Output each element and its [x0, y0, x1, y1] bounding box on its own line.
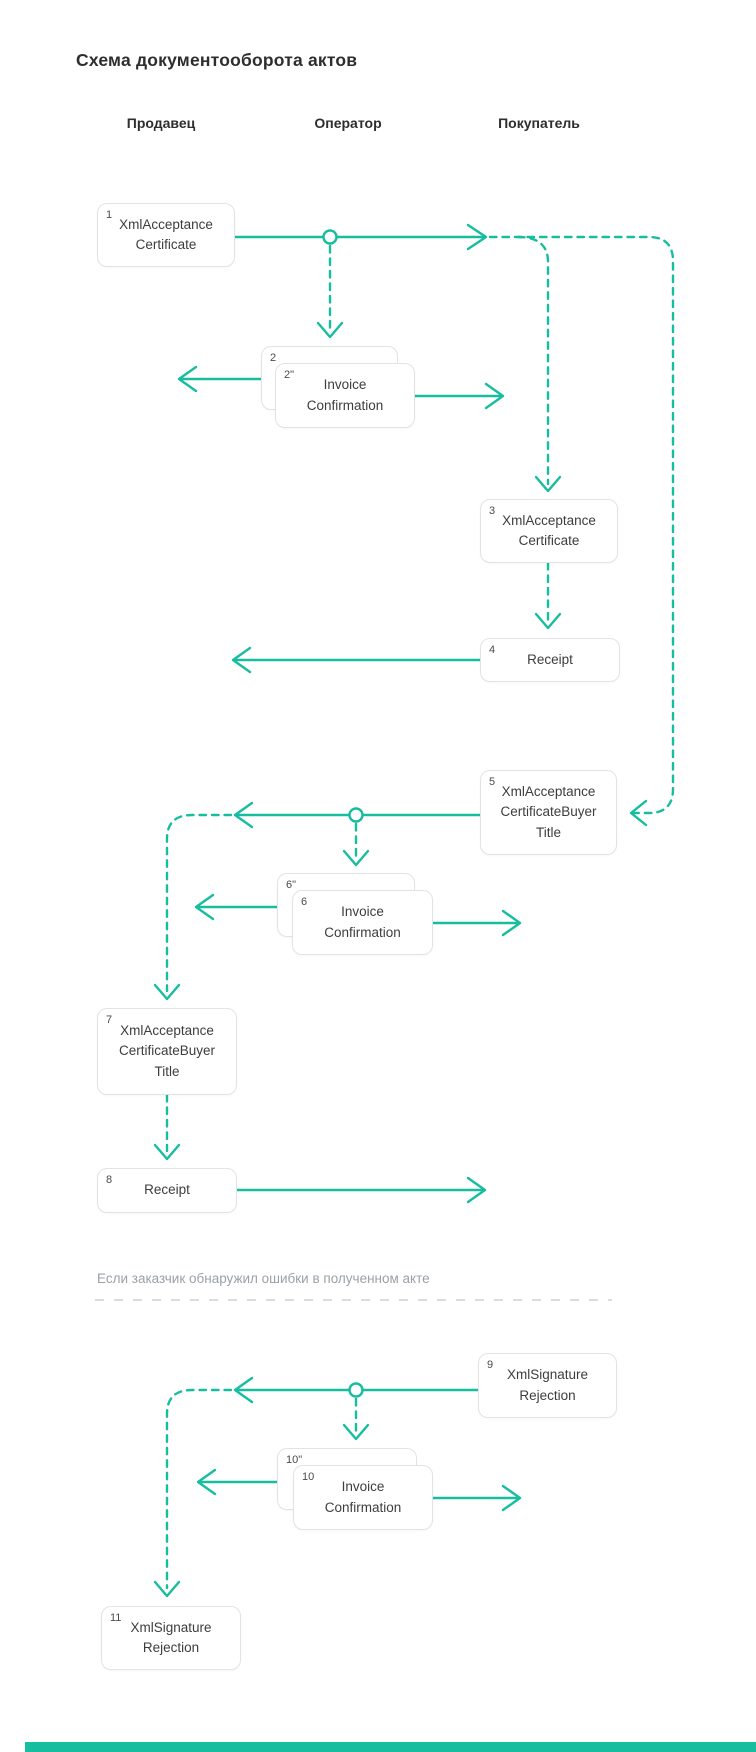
arrow-5-head-icon: [233, 801, 254, 829]
node-label: XmlAcceptance CertificateBuyer Title: [500, 784, 597, 840]
node-label: XmlAcceptance CertificateBuyer Title: [118, 1023, 216, 1079]
node-number: 1: [106, 209, 113, 221]
node-label: Receipt: [144, 1182, 190, 1198]
node-4-receipt: 4 Receipt: [480, 638, 620, 682]
node-number: 8: [106, 1174, 113, 1186]
junction-circle-row1: [322, 229, 338, 245]
node-label: XmlSignature Rejection: [130, 1619, 212, 1655]
drop-to-node2-head-icon: [316, 321, 344, 339]
arrow-9-head-icon: [233, 1376, 254, 1404]
node-number: 4: [489, 644, 496, 656]
node-number: 3: [489, 505, 496, 517]
node-number: 9: [487, 1359, 494, 1371]
dashed-route-to-node3-head-icon: [534, 475, 562, 493]
node-label: Invoice Confirmation: [306, 377, 384, 413]
node-10-invoice-confirmation: 10 Invoice Confirmation: [293, 1465, 433, 1530]
arrow-2-right-head-icon: [484, 382, 505, 410]
column-header-buyer: Покупатель: [498, 115, 580, 131]
section-divider-note: Если заказчик обнаружил ошибки в получен…: [97, 1271, 430, 1286]
node-6-invoice-confirmation: 6 Invoice Confirmation: [292, 890, 433, 955]
dashed-route-to-node11-head-icon: [153, 1580, 181, 1598]
node-label: XmlSignature Rejection: [506, 1367, 589, 1403]
arrow-8-head-icon: [466, 1176, 487, 1204]
node-8-receipt: 8 Receipt: [97, 1168, 237, 1213]
node-number: 10": [286, 1454, 303, 1466]
node-5-xml-acceptance-certificate-buyer-title: 5 XmlAcceptance CertificateBuyer Title: [480, 770, 617, 855]
node-number: 11: [110, 1612, 122, 1624]
column-header-seller: Продавец: [126, 115, 196, 131]
dashed-route-to-node11: [165, 1388, 233, 1590]
arrow-4-head-icon: [231, 646, 252, 674]
arrow-10-right-head-icon: [501, 1484, 522, 1512]
column-header-operator: Оператор: [314, 115, 382, 131]
drop-to-node10-head-icon: [342, 1423, 370, 1441]
node-number: 2: [270, 352, 277, 364]
junction-circle-row5: [348, 807, 364, 823]
arrow-6-left-head-icon: [194, 893, 215, 921]
arrow-1-head-icon: [466, 223, 488, 251]
drop-node3-to-node4-head-icon: [534, 612, 562, 630]
node-label: XmlAcceptance Certificate: [119, 216, 213, 252]
node-number: 5: [489, 776, 496, 788]
node-11-xml-signature-rejection: 11 XmlSignature Rejection: [101, 1606, 241, 1670]
node-label: XmlAcceptance Certificate: [502, 512, 596, 548]
node-number: 2": [284, 369, 295, 381]
drop-to-node6-head-icon: [342, 849, 370, 867]
node-number: 10: [302, 1471, 315, 1483]
node-1-xml-acceptance-certificate: 1 XmlAcceptance Certificate: [97, 203, 235, 267]
junction-circle-row9: [348, 1382, 364, 1398]
arrow-2-left-head-icon: [177, 365, 198, 393]
node-label: Invoice Confirmation: [324, 904, 401, 940]
node-2-invoice-confirmation: 2" Invoice Confirmation: [275, 363, 415, 428]
node-label: Receipt: [527, 651, 573, 667]
node-3-xml-acceptance-certificate: 3 XmlAcceptance Certificate: [480, 499, 618, 563]
node-7-xml-acceptance-certificate-buyer-title: 7 XmlAcceptance CertificateBuyer Title: [97, 1008, 237, 1095]
node-number: 6": [286, 879, 297, 891]
dashed-route-to-node5-head-icon: [629, 799, 648, 827]
dashed-route-to-node7: [165, 813, 233, 993]
arrow-6-right-head-icon: [501, 909, 522, 937]
page-title: Схема документооборота актов: [76, 50, 358, 70]
dashed-route-to-node7-head-icon: [153, 983, 181, 1001]
node-number: 6: [301, 896, 308, 908]
node-label: Invoice Confirmation: [324, 1479, 402, 1515]
node-9-xml-signature-rejection: 9 XmlSignature Rejection: [478, 1353, 617, 1418]
dashed-route-to-node5: [488, 235, 675, 815]
drop-node7-to-node8-head-icon: [153, 1143, 181, 1161]
node-number: 7: [106, 1014, 113, 1026]
arrow-10-left-head-icon: [196, 1468, 217, 1496]
dashed-route-to-node3: [516, 235, 550, 486]
bottom-accent-bar: [25, 1742, 756, 1752]
